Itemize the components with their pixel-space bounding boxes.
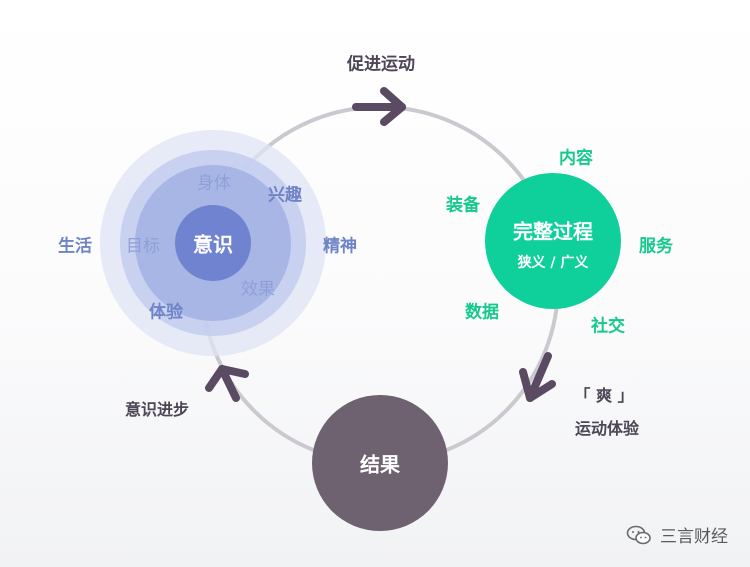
process-circle <box>485 173 621 309</box>
label-exercise-experience: 运动体验 <box>574 419 640 438</box>
awareness-item-spirit: 精神 <box>323 236 357 257</box>
awareness-item-life: 生活 <box>58 236 92 257</box>
awareness-item-effect: 效果 <box>241 279 275 300</box>
awareness-center-circle <box>175 205 251 281</box>
process-subtitle: 狭义 / 广义 <box>517 255 589 271</box>
process-item-data: 数据 <box>465 302 499 323</box>
awareness-center-label: 意识 <box>193 232 233 257</box>
result-label: 结果 <box>360 452 400 477</box>
awareness-item-body: 身体 <box>197 173 231 194</box>
label-awareness-progress: 意识进步 <box>124 400 190 419</box>
process-item-service: 服务 <box>639 236 673 257</box>
awareness-item-experience: 体验 <box>149 302 183 323</box>
process-title: 完整过程 <box>513 219 593 244</box>
process-item-equipment: 装备 <box>446 195 480 216</box>
awareness-item-interest: 兴趣 <box>268 185 302 206</box>
arrow-up-icon <box>205 365 249 402</box>
arrow-right-icon <box>352 87 406 126</box>
result-circle <box>312 395 448 531</box>
label-shuang: 「 爽 」 <box>574 386 634 405</box>
watermark-text: 三言财经 <box>660 527 728 547</box>
label-promote-exercise: 促进运动 <box>347 54 415 75</box>
process-item-social: 社交 <box>591 316 625 337</box>
watermark: 三言财经 <box>626 522 728 547</box>
awareness-item-goal: 目标 <box>126 236 160 257</box>
process-item-content: 内容 <box>559 148 593 169</box>
arrow-down-icon <box>519 352 556 402</box>
wechat-icon <box>626 525 651 544</box>
